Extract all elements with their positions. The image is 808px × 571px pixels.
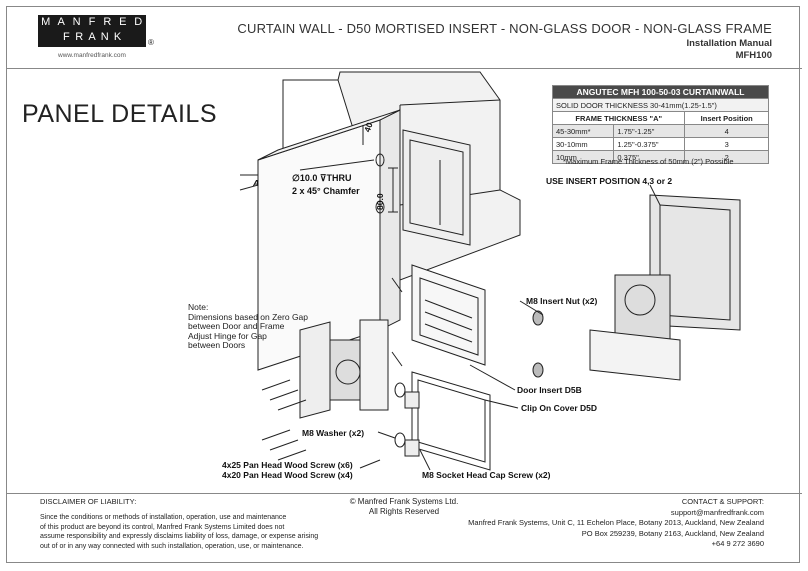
page-title: PANEL DETAILS <box>22 100 217 128</box>
cell-inch: 1.75"-1.25" <box>613 124 686 138</box>
note-line: between Door and Frame <box>188 321 285 331</box>
cell-mm: 30-10mm <box>551 137 615 151</box>
clip-cover-label: Clip On Cover D5D <box>521 403 598 413</box>
cell-position: 3 <box>684 137 769 151</box>
logo-letter: E <box>119 16 127 28</box>
document-code: MFH100 <box>735 50 772 61</box>
copyright-line: All Rights Reserved <box>368 507 440 516</box>
hinge-assembled-part <box>589 194 741 381</box>
wood-screws <box>261 277 403 461</box>
door-insert-part <box>411 264 486 366</box>
logo-letter: R <box>103 16 112 28</box>
logo-letter: F <box>63 31 70 43</box>
chamfer-label: 2 x 45° Chamfer <box>292 186 360 196</box>
logo-letter: K <box>113 31 122 43</box>
table-row: 10mm 0.375" 2 <box>551 150 769 164</box>
screw-4x25-label: 4x25 Pan Head Wood Screw (x6) <box>222 460 353 470</box>
disclaimer-line: assume responsibility and expressly disc… <box>40 533 319 540</box>
page-frame <box>6 6 800 563</box>
col-insert-position: Insert Position <box>684 111 769 125</box>
logo-word-frank: F R A N K <box>38 31 146 43</box>
document-subtitle: Installation Manual <box>686 38 772 49</box>
logo-letter: R <box>75 31 84 43</box>
cell-position: 4 <box>684 124 769 138</box>
registered-mark: ® <box>148 38 154 47</box>
footer-divider <box>6 493 802 494</box>
door-insert-label: Door Insert D5B <box>517 385 582 395</box>
fasteners <box>394 310 544 457</box>
note-line: Adjust Hinge for Gap <box>188 330 267 341</box>
spec-footnote: *Maximum Frame Thickness of 50mm (2") Po… <box>563 157 734 166</box>
disclaimer-text: Since the conditions or methods of insta… <box>40 513 370 551</box>
table-row: 45-30mm* 1.75"-1.25" 4 <box>551 124 769 138</box>
logo-letter: N <box>100 31 109 43</box>
disclaimer-heading: DISCLAIMER OF LIABILITY: <box>40 497 137 506</box>
contact-phone: +64 9 272 3690 <box>711 539 764 548</box>
dimension-80-label: 80.0 <box>375 193 385 210</box>
contact-heading: CONTACT & SUPPORT: <box>681 497 764 506</box>
manfred-frank-logo: M A N F R E D F R A N K <box>38 15 146 47</box>
spec-table: ANGUTEC MFH 100-50-03 CURTAINWALL SOLID … <box>551 85 769 164</box>
note-line: Dimensions based on Zero Gap <box>188 311 309 322</box>
cell-mm: 10mm <box>551 150 615 164</box>
disclaimer-line: Since the conditions or methods of insta… <box>40 514 287 521</box>
contact-block: CONTACT & SUPPORT: support@manfredfrank.… <box>468 497 764 550</box>
logo-letter: M <box>41 16 51 28</box>
cap-screw-label: M8 Socket Head Cap Screw (x2) <box>422 470 551 480</box>
washer-label: M8 Washer (x2) <box>302 428 365 438</box>
logo-letter: A <box>88 31 96 43</box>
logo-letter: N <box>72 16 81 28</box>
contact-po-box: PO Box 259239, Botany 2163, Auckland, Ne… <box>581 528 764 538</box>
contact-email-link[interactable]: support@manfredfrank.com <box>670 507 764 517</box>
spec-table-subheading: SOLID DOOR THICKNESS 30-41mm(1.25-1.5") <box>552 98 769 112</box>
insert-nut-label: M8 Insert Nut (x2) <box>526 296 598 306</box>
door-panel <box>257 109 401 371</box>
mortise-pocket <box>402 129 471 246</box>
use-insert-position-label: USE INSERT POSITION 4,3 or 2 <box>546 176 673 186</box>
cell-mm: 45-30mm* <box>551 124 615 138</box>
hole-upper <box>375 153 385 167</box>
hole-spec-label: ∅10.0 ⊽THRU <box>292 173 352 183</box>
copyright-line: © Manfred Frank Systems Ltd. <box>349 497 459 506</box>
table-row: 30-10mm 1.25"-0.375" 3 <box>551 137 769 151</box>
note-line: Note: <box>188 302 209 312</box>
dimension-lines <box>239 125 398 213</box>
disclaimer-line: of this product are beyond its control, … <box>40 523 285 531</box>
logo-letter: A <box>57 16 65 28</box>
hole-lower <box>375 200 385 214</box>
logo-letter: D <box>134 16 143 28</box>
cell-inch: 0.375" <box>613 150 686 164</box>
note-line: between Doors <box>188 340 246 350</box>
disclaimer-line: out of or in any way connected with such… <box>40 542 304 550</box>
contact-address: Manfred Frank Systems, Unit C, 11 Echelo… <box>468 518 764 527</box>
gap-note: Note: Dimensions based on Zero Gap betwe… <box>188 302 309 351</box>
leader-lines <box>359 184 661 471</box>
header-divider <box>6 68 802 69</box>
logo-letter: F <box>88 16 96 28</box>
cell-inch: 1.25"-0.375" <box>613 137 686 151</box>
hinge-left-part <box>299 319 389 419</box>
clip-cover-part <box>411 371 491 471</box>
logo-word-manfred: M A N F R E D <box>38 16 146 28</box>
copyright: © Manfred Frank Systems Ltd. All Rights … <box>344 497 464 517</box>
screw-4x20-label: 4x20 Pan Head Wood Screw (x4) <box>222 470 353 480</box>
col-frame-thickness: FRAME THICKNESS "A" <box>551 111 686 125</box>
document-title: CURTAIN WALL - D50 MORTISED INSERT - NON… <box>237 21 772 36</box>
cell-position: 2 <box>684 150 769 164</box>
website-url: www.manfredfrank.com <box>58 52 126 59</box>
spec-table-heading: ANGUTEC MFH 100-50-03 CURTAINWALL <box>552 85 769 99</box>
dimension-a-label: A <box>253 178 260 188</box>
